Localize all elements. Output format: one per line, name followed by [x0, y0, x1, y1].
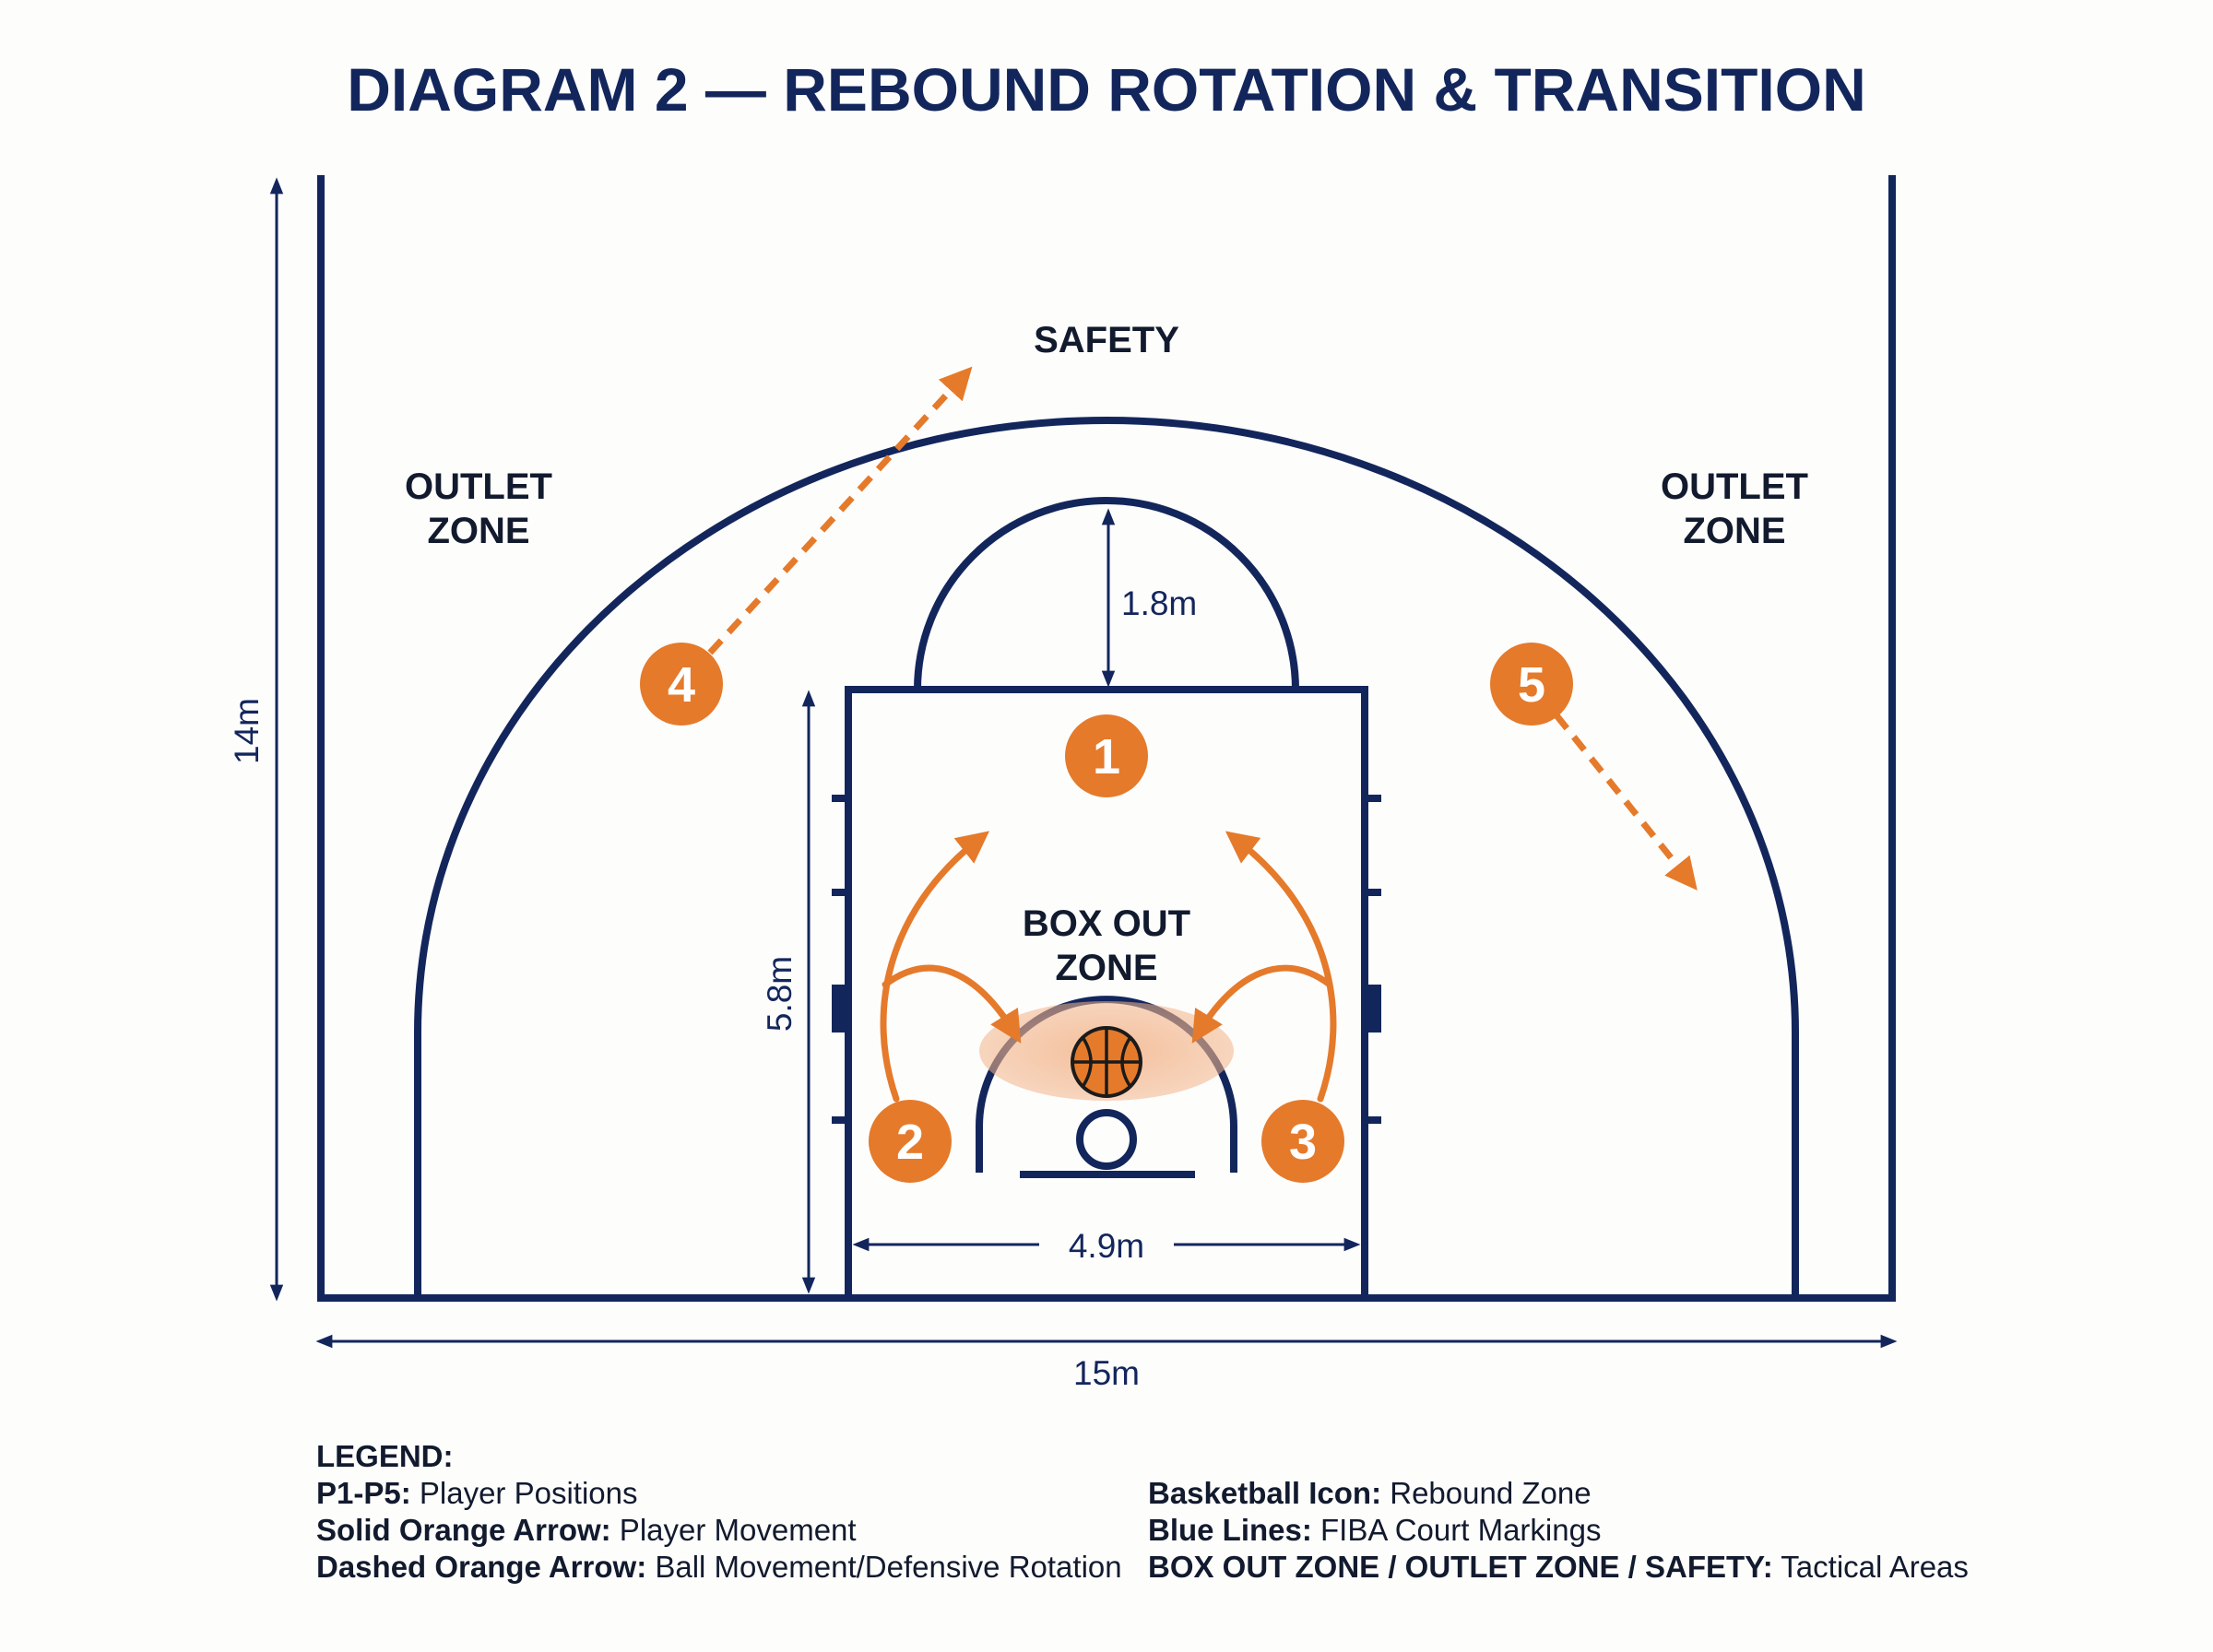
legend-item-player-positions: P1-P5: Player Positions	[316, 1475, 1148, 1512]
basketball-icon	[1071, 1026, 1142, 1098]
outlet-zone-right-line1: OUTLET	[1661, 466, 1808, 507]
legend-term: BOX OUT ZONE / OUTLET ZONE / SAFETY:	[1148, 1550, 1773, 1584]
legend-item-blue-lines: Blue Lines: FIBA Court Markings	[1148, 1512, 1976, 1549]
legend-term: Blue Lines:	[1148, 1513, 1312, 1547]
outlet-zone-left-line1: OUTLET	[405, 466, 552, 507]
player-markers: 1 2 3 4 5	[640, 643, 1573, 1183]
player-number-5: 5	[1518, 657, 1545, 713]
legend-desc: Ball Movement/Defensive Rotation	[646, 1550, 1122, 1584]
outlet-zone-right-line2: ZONE	[1683, 511, 1785, 551]
player-marker-4: 4	[640, 643, 723, 726]
legend-item-basketball-icon: Basketball Icon: Rebound Zone	[1148, 1475, 1976, 1512]
legend-term: Basketball Icon:	[1148, 1476, 1382, 1510]
legend-term: P1-P5:	[316, 1476, 411, 1510]
legend: LEGEND: P1-P5: Player Positions Solid Or…	[316, 1438, 1976, 1586]
lane-width-dimension-label: 4.9m	[1069, 1227, 1144, 1265]
rotation-arrows	[707, 366, 1698, 891]
legend-desc: Rebound Zone	[1381, 1476, 1592, 1510]
player-movement-arrows	[880, 831, 1337, 1103]
p2-curl-up-arrow	[880, 831, 990, 1103]
legend-desc: Player Positions	[410, 1476, 638, 1510]
p4-safety-dashed-arrow	[707, 366, 973, 655]
p2-box-out-arrow	[882, 964, 1022, 1044]
legend-column-left: P1-P5: Player Positions Solid Orange Arr…	[316, 1475, 1148, 1586]
outlet-zone-left-line2: ZONE	[427, 511, 529, 551]
player-number-4: 4	[668, 657, 695, 713]
dimension-lines	[269, 177, 1898, 1349]
player-marker-1: 1	[1065, 714, 1148, 797]
lane-hash-marks	[832, 795, 1381, 1124]
player-marker-5: 5	[1490, 643, 1573, 726]
height-dimension-label: 14m	[228, 698, 266, 764]
width-dimension-label: 15m	[1073, 1354, 1140, 1392]
p3-box-out-arrow	[1191, 964, 1333, 1044]
page-title: DIAGRAM 2 — REBOUND ROTATION & TRANSITIO…	[347, 55, 1866, 124]
legend-item-solid-arrow: Solid Orange Arrow: Player Movement	[316, 1512, 1148, 1549]
player-marker-2: 2	[869, 1100, 952, 1183]
legend-item-dashed-arrow: Dashed Orange Arrow: Ball Movement/Defen…	[316, 1549, 1148, 1586]
hoop-rim-icon	[1076, 1109, 1137, 1170]
p3-curl-up-arrow	[1225, 831, 1337, 1103]
p5-outlet-dashed-arrow	[1554, 713, 1698, 891]
player-number-3: 3	[1289, 1115, 1317, 1170]
player-number-1: 1	[1093, 729, 1120, 785]
legend-desc: Player Movement	[610, 1513, 857, 1547]
legend-columns: P1-P5: Player Positions Solid Orange Arr…	[316, 1475, 1976, 1586]
circle-radius-dimension-label: 1.8m	[1121, 584, 1197, 622]
box-out-zone-line2: ZONE	[1055, 948, 1157, 988]
box-out-zone-line1: BOX OUT	[1023, 903, 1190, 944]
player-number-2: 2	[896, 1115, 924, 1170]
legend-item-tactical-areas: BOX OUT ZONE / OUTLET ZONE / SAFETY: Tac…	[1148, 1549, 1976, 1586]
legend-desc: Tactical Areas	[1772, 1550, 1969, 1584]
lane-length-dimension-label: 5.8m	[761, 956, 799, 1032]
legend-heading: LEGEND:	[316, 1439, 454, 1473]
free-throw-circle	[914, 497, 1299, 690]
legend-term: Solid Orange Arrow:	[316, 1513, 611, 1547]
restricted-area-arc	[976, 996, 1237, 1173]
player-marker-3: 3	[1261, 1100, 1344, 1183]
safety-label: SAFETY	[1034, 320, 1179, 360]
legend-desc: FIBA Court Markings	[1311, 1513, 1602, 1547]
legend-term: Dashed Orange Arrow:	[316, 1550, 647, 1584]
legend-column-right: Basketball Icon: Rebound Zone Blue Lines…	[1148, 1475, 1976, 1586]
three-point-arc	[414, 417, 1799, 1298]
lane-blocks	[832, 985, 1381, 1032]
